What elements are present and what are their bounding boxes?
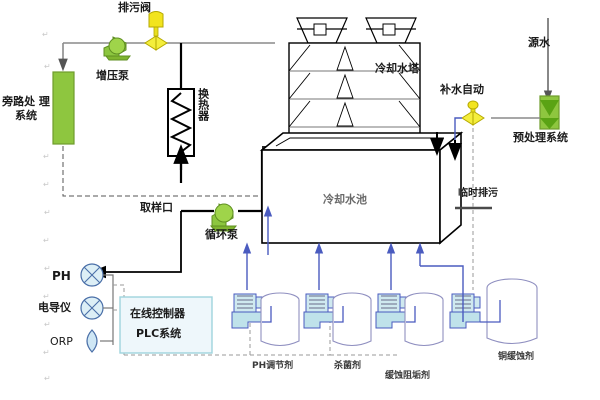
label-source-water: 源水 bbox=[528, 36, 550, 49]
paragraph-mark: ↵ bbox=[43, 348, 50, 357]
paragraph-mark: ↵ bbox=[44, 320, 51, 329]
label-cooling-pool: 冷却水池 bbox=[323, 193, 367, 206]
label-dosing-scale-inhibitor: 缓蚀阻垢剂 bbox=[385, 371, 431, 381]
label-controller-line2: PLC系统 bbox=[136, 327, 182, 340]
paragraph-mark: ↵ bbox=[43, 292, 50, 301]
paragraph-mark: ↵ bbox=[43, 180, 50, 189]
label-pretreatment-system: 预处理系统 bbox=[513, 131, 568, 144]
label-circulation-pump: 循环泵 bbox=[205, 228, 238, 241]
label-ph-meter: PH bbox=[52, 269, 71, 283]
label-dosing-copper-inhibitor: 铜缓蚀剂 bbox=[498, 352, 535, 362]
label-temporary-blowdown: 临时排污 bbox=[458, 188, 498, 199]
paragraph-mark: ↵ bbox=[43, 152, 50, 161]
paragraph-mark: ↵ bbox=[44, 62, 51, 71]
label-orp-meter: ORP bbox=[50, 335, 73, 348]
label-bypass-system: 旁路处 理系统 bbox=[2, 95, 50, 122]
paragraph-mark: ↵ bbox=[42, 30, 49, 39]
label-dosing-biocide: 杀菌剂 bbox=[334, 361, 362, 371]
paragraph-mark: ↵ bbox=[44, 374, 51, 383]
label-blowdown-valve: 排污阀 bbox=[118, 1, 151, 14]
label-cooling-tower: 冷却水塔 bbox=[375, 62, 419, 75]
label-dosing-ph-adjuster: PH调节剂 bbox=[252, 361, 294, 371]
paragraph-mark: ↵ bbox=[44, 264, 51, 273]
label-sampling-port: 取样口 bbox=[140, 201, 173, 214]
label-makeup-auto-valve: 补水自动 bbox=[440, 83, 484, 96]
paragraph-mark: ↵ bbox=[43, 236, 50, 245]
label-controller-line1: 在线控制器 bbox=[130, 307, 185, 320]
label-heat-exchanger: 换热器 bbox=[196, 88, 210, 121]
label-booster-pump: 增压泵 bbox=[96, 69, 129, 82]
label-conductivity-meter: 电导仪 bbox=[38, 301, 71, 314]
paragraph-mark: ↵ bbox=[44, 208, 51, 217]
